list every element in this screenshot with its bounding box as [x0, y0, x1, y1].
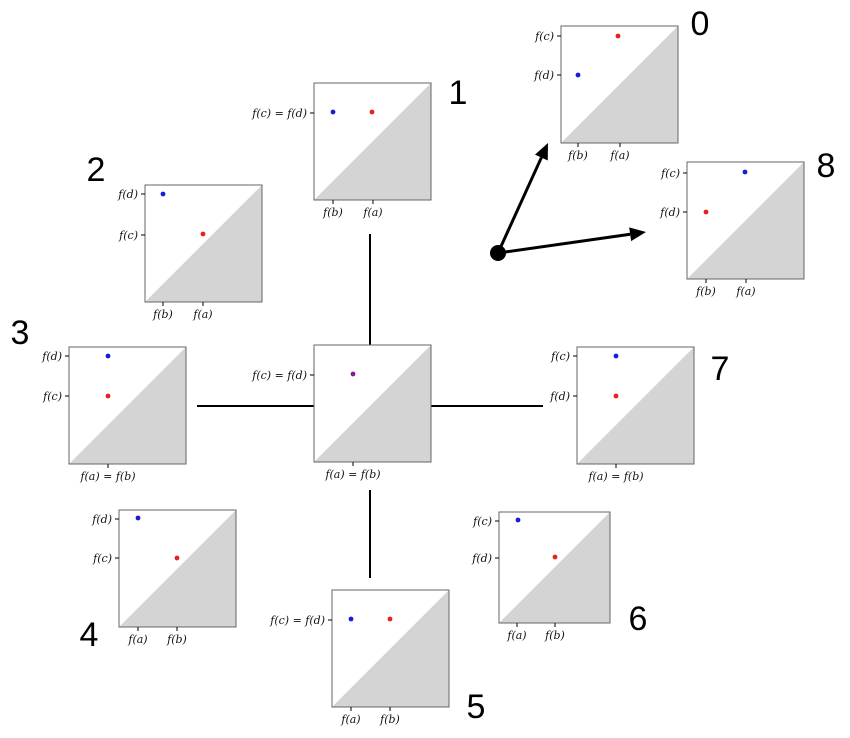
y-tick-label: f(c) [550, 350, 570, 363]
red-point [387, 616, 393, 622]
blue-point [330, 109, 336, 115]
y-tick-label: f(c) [118, 229, 138, 242]
y-tick-label: f(c) [660, 167, 680, 180]
y-tick-label: f(c) [42, 390, 62, 403]
arrow-to-panel-8-shaft [497, 232, 631, 255]
x-tick-label: f(b) [544, 629, 565, 642]
basis-arrows [490, 143, 646, 261]
panel-number: 3 [11, 314, 30, 352]
x-tick-label: f(b) [567, 149, 588, 162]
shaded-region [577, 347, 694, 464]
shaded-region [314, 83, 431, 200]
y-tick-label: f(c) = f(d) [251, 369, 307, 382]
panel-frame [68, 346, 187, 465]
connectors [197, 234, 543, 578]
panel-center: f(c) = f(d) f(a) = f(b) [251, 344, 432, 481]
arrow-to-panel-8-head [629, 227, 646, 242]
x-tick-label: f(a) = f(b) [324, 468, 380, 481]
y-tick-label: f(c) = f(d) [251, 107, 307, 120]
red-point [105, 393, 111, 399]
origin-point [490, 245, 506, 261]
panel-number: 6 [629, 600, 648, 638]
shaded-region [145, 185, 262, 302]
shaded-region [69, 347, 186, 464]
red-point [174, 555, 180, 561]
x-tick-label: f(a) [362, 206, 382, 219]
shaded-region [561, 26, 678, 143]
panel-frame [576, 346, 695, 465]
blue-point [742, 169, 748, 175]
x-tick-label: f(b) [322, 206, 343, 219]
panel-0: f(c) f(d) f(b) f(a) 0 [533, 5, 709, 162]
panel-number: 4 [80, 616, 99, 654]
shaded-region [687, 162, 804, 279]
panel-3: f(d) f(c) f(a) = f(b) 3 [11, 314, 187, 483]
panel-number: 8 [817, 147, 836, 185]
blue-point [515, 517, 521, 523]
shaded-region [332, 590, 449, 707]
purple-point [350, 371, 356, 377]
x-tick-label: f(b) [695, 285, 716, 298]
red-point [703, 209, 709, 215]
y-tick-label: f(d) [117, 188, 138, 201]
panel-2: f(d) f(c) f(b) f(a) 2 [87, 151, 263, 321]
panel-frame [313, 344, 432, 463]
x-tick-label: f(a) [735, 285, 755, 298]
shaded-region [119, 510, 236, 627]
arrow-to-panel-0-head [535, 143, 548, 161]
arrow-to-panel-0-shaft [496, 156, 543, 254]
x-tick-label: f(b) [152, 308, 173, 321]
panel-4: f(d) f(c) f(a) f(b) 4 [80, 509, 237, 654]
red-point [369, 109, 375, 115]
x-tick-label: f(a) [609, 149, 629, 162]
panel-5: f(c) = f(d) f(a) f(b) 5 [269, 589, 486, 726]
blue-point [348, 616, 354, 622]
y-tick-label: f(c) [92, 552, 112, 565]
y-tick-label: f(d) [471, 552, 492, 565]
x-tick-label: f(b) [379, 713, 400, 726]
red-point [200, 231, 206, 237]
blue-point [105, 353, 111, 359]
x-tick-label: f(a) = f(b) [79, 470, 135, 483]
panel-7: f(c) f(d) f(a) = f(b) 7 [549, 346, 730, 483]
blue-point [160, 191, 166, 197]
blue-point [613, 353, 619, 359]
blue-point [135, 515, 141, 521]
y-tick-label: f(d) [41, 350, 62, 363]
panel-8: f(c) f(d) f(b) f(a) 8 [659, 147, 835, 298]
x-tick-label: f(a) = f(b) [587, 470, 643, 483]
y-tick-label: f(d) [659, 206, 680, 219]
panel-number: 7 [711, 350, 730, 388]
panel-number: 0 [691, 5, 710, 43]
x-tick-label: f(a) [192, 308, 212, 321]
y-tick-label: f(d) [533, 69, 554, 82]
panel-number: 1 [449, 74, 468, 112]
red-point [552, 554, 558, 560]
y-tick-label: f(d) [91, 513, 112, 526]
panel-6: f(c) f(d) f(a) f(b) 6 [471, 511, 648, 642]
x-tick-label: f(b) [166, 633, 187, 646]
shaded-region [314, 345, 431, 462]
y-tick-label: f(c) [534, 30, 554, 43]
red-point [615, 33, 621, 39]
red-point [613, 393, 619, 399]
y-tick-label: f(c) [472, 515, 492, 528]
panel-1: f(c) = f(d) f(b) f(a) 1 [251, 74, 467, 219]
x-tick-label: f(a) [340, 713, 360, 726]
x-tick-label: f(a) [127, 633, 147, 646]
panel-number: 5 [467, 688, 486, 726]
shaded-region [499, 512, 610, 623]
blue-point [575, 72, 581, 78]
panels: f(c) f(d) f(b) f(a) 0 f(c) = f(d) f(b) f(a) 1 f(d… [11, 5, 836, 726]
y-tick-label: f(d) [549, 390, 570, 403]
x-tick-label: f(a) [506, 629, 526, 642]
y-tick-label: f(c) = f(d) [269, 614, 325, 627]
panel-number: 2 [87, 151, 106, 189]
